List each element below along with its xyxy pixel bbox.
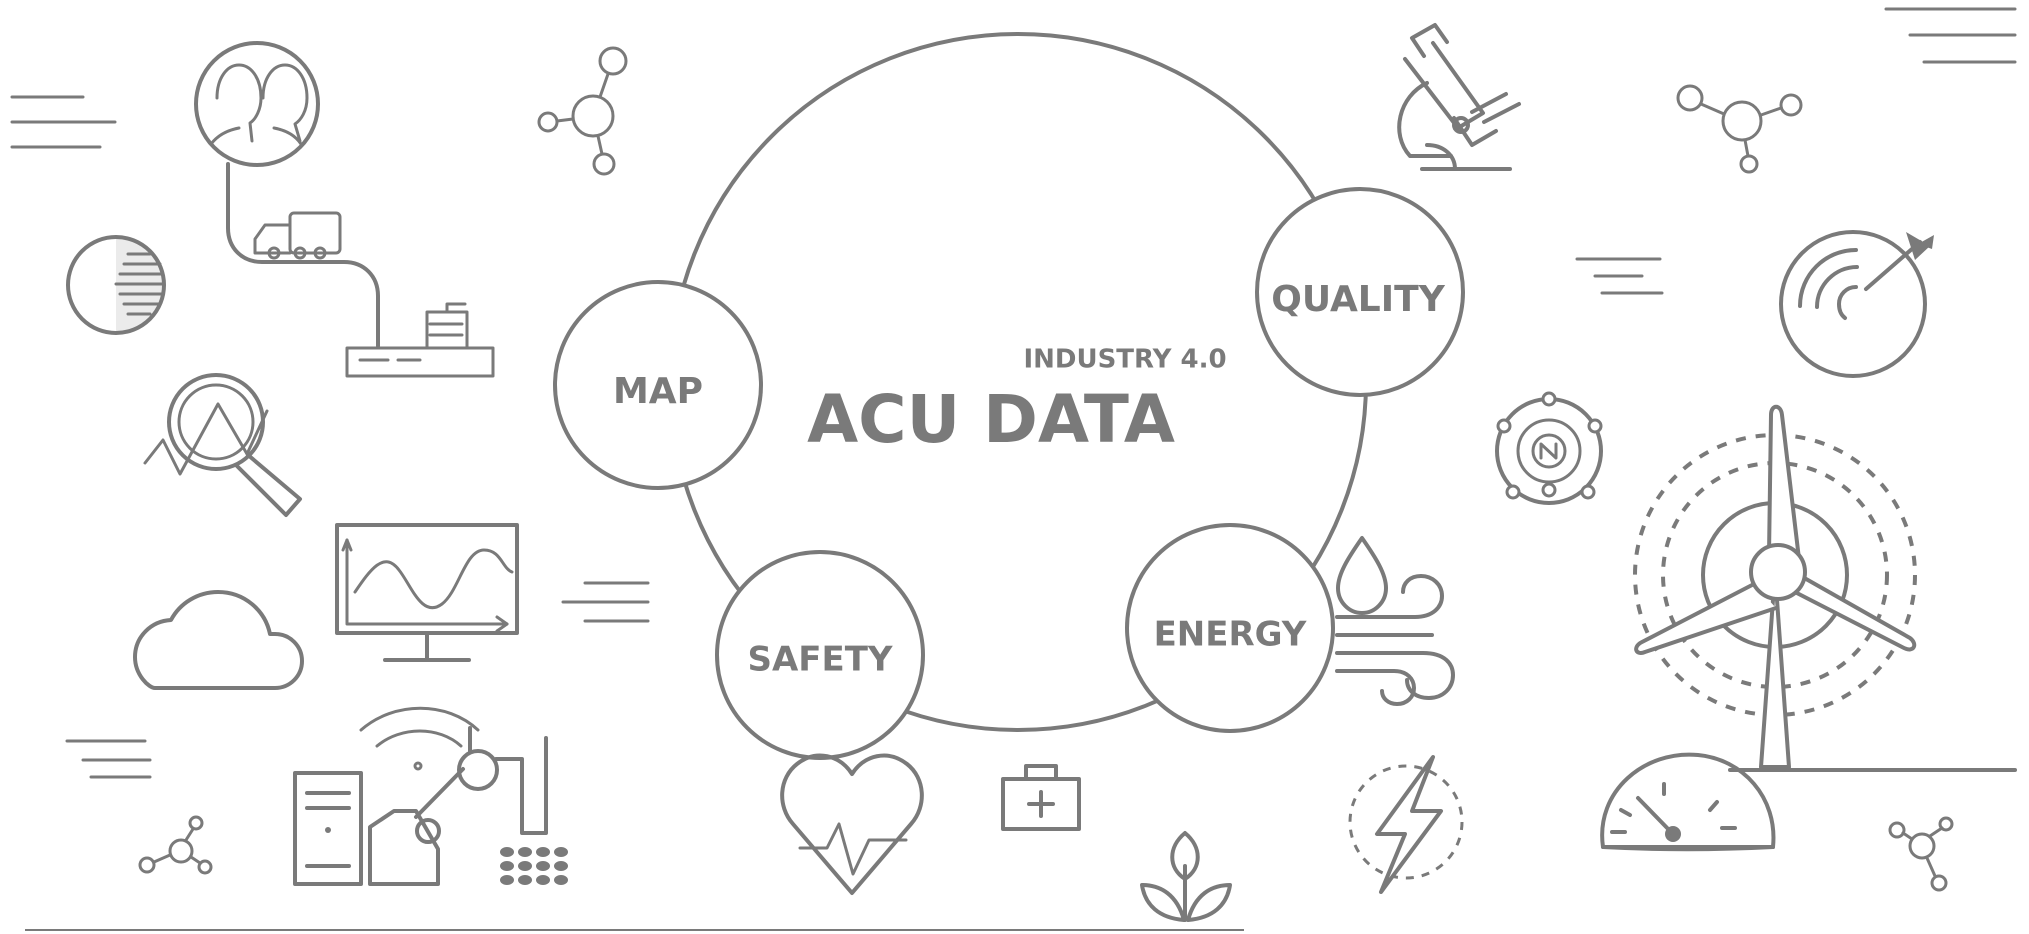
quality-node-circle: [1255, 187, 1465, 397]
molecule-icon: [1676, 84, 1803, 174]
cloud-icon: [133, 590, 304, 690]
people-icon: [194, 41, 320, 167]
lines-icon: [10, 95, 117, 149]
lines-icon: [1884, 7, 2017, 64]
gauge-icon: [1600, 752, 1776, 852]
industry-kicker: INDUSTRY 4.0: [1023, 345, 1226, 375]
lines-icon: [561, 581, 650, 623]
map-node: MAP: [553, 280, 763, 490]
heart-rate-icon: [780, 753, 924, 895]
microscope-icon: [1397, 23, 1521, 171]
monitor-wave-icon: [335, 523, 519, 662]
quality-node: QUALITY: [1255, 187, 1465, 397]
molecule-icon: [138, 815, 213, 875]
molecule-icon: [537, 46, 628, 176]
quality-node-label: QUALITY: [1271, 279, 1445, 320]
target-icon: [1779, 230, 1934, 378]
map-node-circle: [553, 280, 763, 490]
magnifier-chart-icon: [143, 373, 302, 517]
robot-arm-icon: [293, 706, 568, 886]
energy-node-label: ENERGY: [1154, 615, 1307, 655]
energy-node: ENERGY: [1125, 523, 1335, 733]
wind-turbine-icon: [1633, 404, 2017, 772]
factory-icon: [345, 302, 495, 378]
atom-icon: [1495, 391, 1603, 505]
first-aid-kit-icon: [1001, 764, 1081, 831]
molecule-icon: [1888, 816, 1954, 892]
lines-icon: [65, 739, 152, 779]
half-circle-icon: [66, 235, 166, 335]
water-drop-icon: [1336, 536, 1388, 615]
lines-icon: [1575, 257, 1664, 295]
map-node-label: MAP: [613, 371, 703, 412]
main-title: ACU DATA: [807, 381, 1175, 458]
safety-node-circle: [715, 550, 925, 760]
sprout-icon: [1140, 831, 1232, 922]
wind-icon: [1335, 574, 1455, 706]
energy-node-circle: [1125, 523, 1335, 733]
logistics-connector: [226, 162, 380, 348]
lightning-icon: [1348, 755, 1464, 894]
truck-icon: [253, 211, 342, 260]
safety-node: SAFETY: [715, 550, 925, 760]
safety-node-label: SAFETY: [747, 640, 892, 680]
